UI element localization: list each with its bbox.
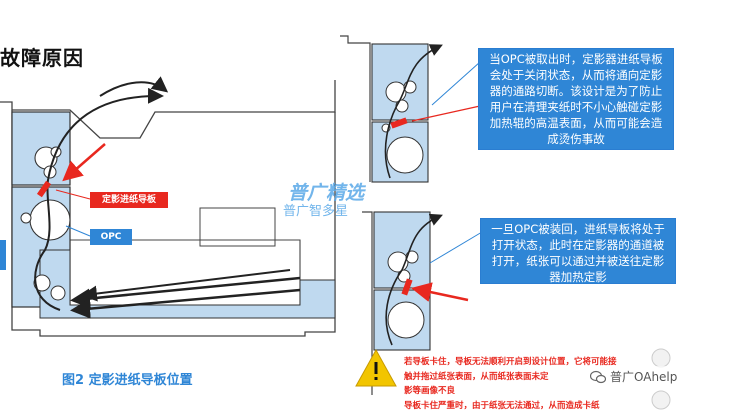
- paper-tray: [39, 249, 336, 319]
- callout-top: 当OPC被取出时，定影器进纸导板会处于关闭状态，从而将通向定影器的通路切断。该设…: [478, 48, 674, 150]
- page-title: 故障原因: [0, 46, 84, 70]
- warning-line-2: 触并拖过纸张表面，从而纸张表面未定: [404, 371, 549, 382]
- right-bottom-printer: [362, 211, 483, 395]
- callout-bottom: 一旦OPC被装回，进纸导板将处于打开状态，此时在定影器的通道被打开，纸张可以通过…: [480, 218, 676, 284]
- warning-icon: [355, 348, 397, 387]
- wechat-icon: [589, 369, 607, 384]
- right-top-printer: [340, 35, 481, 183]
- label-opc: OPC: [90, 229, 132, 245]
- tray-slot: [199, 207, 276, 247]
- warning-text: 若导板卡住，导板无法顺利开启到设计位置，它将可能接 触并拖过纸张表面，从而纸张表…: [404, 355, 644, 413]
- wechat-watermark: [586, 366, 712, 388]
- label-fuser-guide: 定影进纸导板: [90, 192, 168, 208]
- warning-line-3: 影等画像不良: [404, 386, 456, 396]
- wechat-label: 普广OAhelp: [610, 370, 678, 384]
- fuser-unit-block: [11, 111, 71, 186]
- watermark-sub: 普广智多星: [283, 204, 349, 219]
- fuser-guide-red: [36, 180, 52, 198]
- warning-line-4: 导板卡住严重时，由于纸张无法通过，从而造成卡纸: [404, 400, 600, 411]
- warning-line-1: 若导板卡住，导板无法顺利开启到设计位置，它将可能接: [404, 357, 617, 367]
- watermark-brand: 普广精选: [288, 182, 365, 204]
- figure-caption: 图2 定影进纸导板位置: [62, 373, 193, 388]
